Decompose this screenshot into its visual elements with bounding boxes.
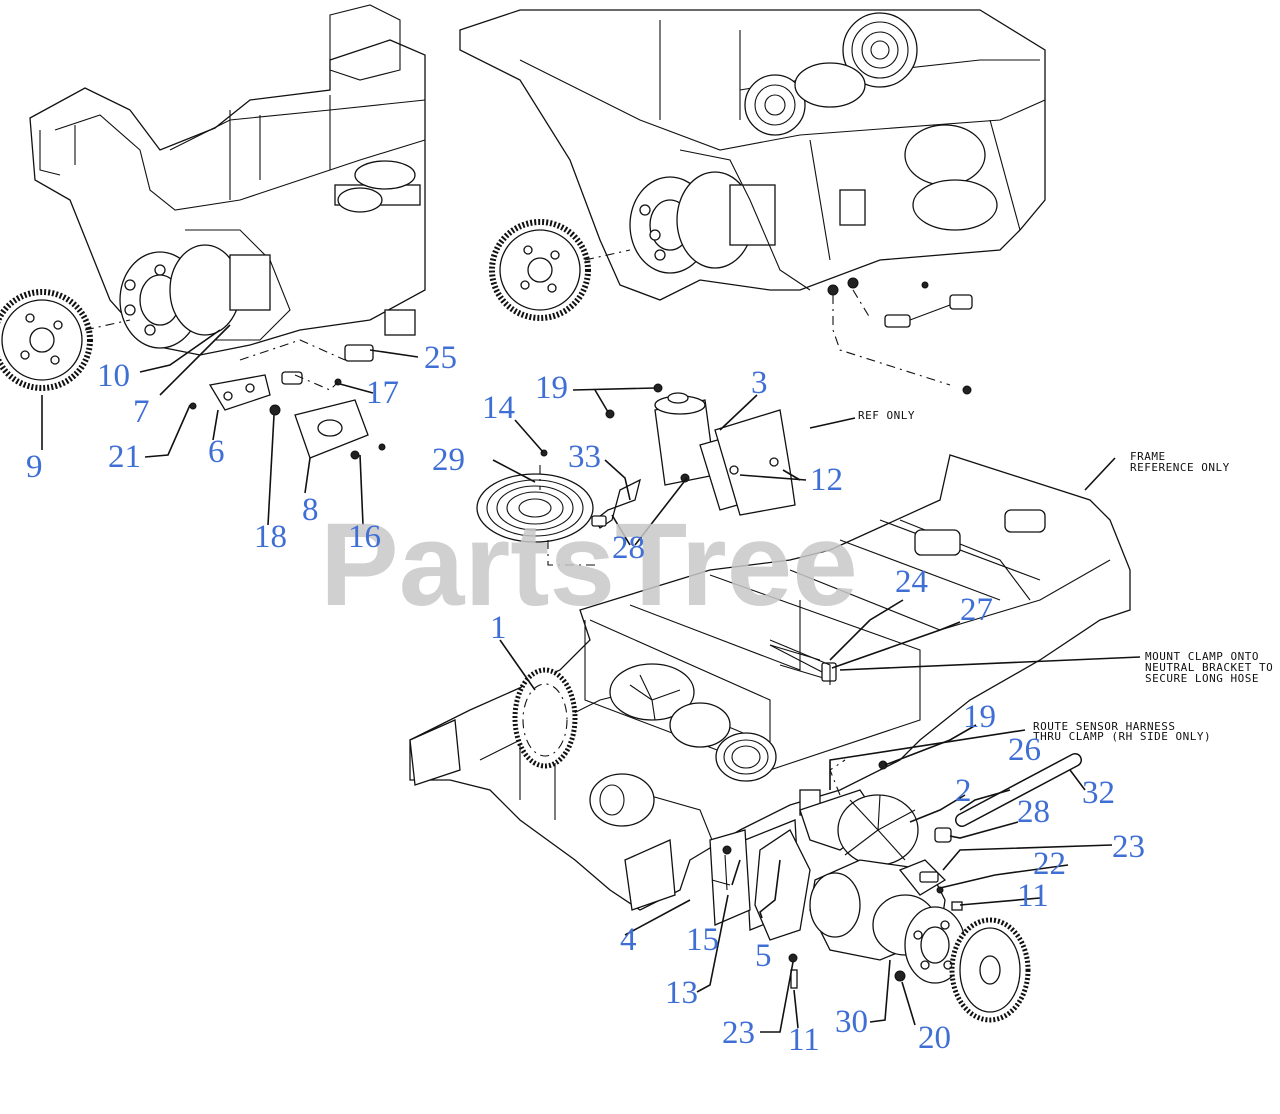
callout-19-bottom: 19 [963,699,996,735]
callout-11-right: 11 [1017,878,1049,914]
callout-23-right: 23 [1112,829,1145,865]
note-mount-2: NEUTRAL BRACKET TO [1145,661,1273,674]
note-frame-ref-2: REFERENCE ONLY [1130,461,1230,474]
callout-32: 32 [1082,775,1115,811]
callouts: 25 17 10 7 21 6 9 8 18 16 19 3 14 29 33 … [26,340,1145,1058]
callout-8: 8 [302,492,319,528]
callout-22: 22 [1033,846,1066,882]
callout-29: 29 [432,442,465,478]
note-ref-only: REF ONLY [858,409,915,422]
note-mount-1: MOUNT CLAMP ONTO [1145,650,1259,663]
callout-4: 4 [620,922,637,958]
transaxle-assembly [709,753,1082,1023]
callout-16: 16 [348,519,381,555]
leader-lines [41,324,1141,1033]
main-frame [409,454,1131,911]
callout-27: 27 [960,592,993,628]
callout-15: 15 [686,922,719,958]
callout-28-top: 28 [612,530,645,566]
callout-24: 24 [895,564,928,600]
callout-26: 26 [1008,732,1041,768]
callout-10: 10 [97,358,130,394]
callout-3: 3 [751,365,768,401]
note-route-1: ROUTE SENSOR HARNESS [1033,720,1175,733]
callout-14: 14 [482,390,515,426]
watermark: PartsTree [320,499,858,631]
callout-20: 20 [918,1020,951,1056]
callout-28-bottom: 28 [1017,794,1050,830]
callout-9: 9 [26,449,43,485]
callout-12: 12 [810,462,843,498]
callout-23-bottom: 23 [722,1015,755,1051]
callout-25: 25 [424,340,457,376]
callout-13: 13 [665,975,698,1011]
note-mount-3: SECURE LONG HOSE [1145,672,1259,685]
callout-18: 18 [254,519,287,555]
callout-5: 5 [755,938,772,974]
reservoir-assembly [476,383,796,566]
callout-11-bottom: 11 [788,1022,820,1058]
note-frame-ref-1: FRAME [1130,450,1166,463]
callout-30: 30 [835,1004,868,1040]
callout-2: 2 [955,773,972,809]
callout-21: 21 [108,439,141,475]
callout-6: 6 [208,434,225,470]
upper-right-frame-view [459,9,1046,395]
upper-left-frame-view [0,4,426,460]
callout-17: 17 [366,375,399,411]
notes: REF ONLY FRAME REFERENCE ONLY MOUNT CLAM… [858,409,1273,743]
callout-1: 1 [490,610,507,646]
note-route-2: THRU CLAMP (RH SIDE ONLY) [1033,730,1211,743]
callout-19-top: 19 [535,370,568,406]
callout-33: 33 [568,439,601,475]
callout-7: 7 [133,394,150,430]
